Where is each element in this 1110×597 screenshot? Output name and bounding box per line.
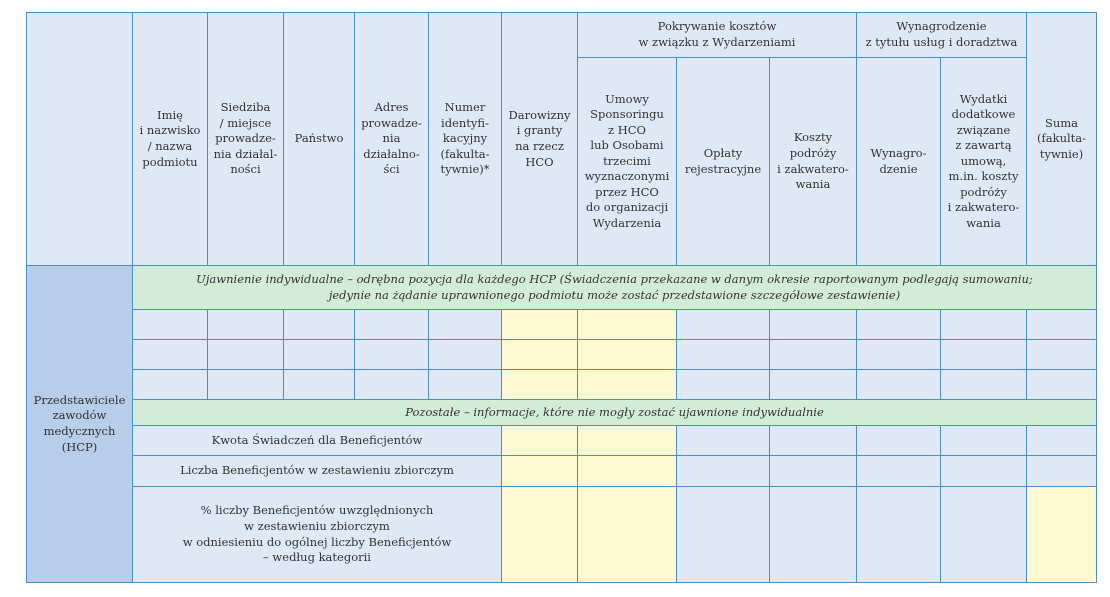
cell	[769, 369, 857, 400]
cell	[207, 309, 284, 340]
table-row	[27, 309, 1098, 340]
cell	[1026, 309, 1098, 340]
cell	[676, 425, 770, 456]
table-row: Liczba Beneficjentów w zestawieniu zbior…	[27, 455, 1098, 487]
cell	[1026, 455, 1098, 487]
header-sponsorship: Umowy Sponsoringu z HCO lub Osobami trze…	[577, 57, 677, 266]
cell	[856, 486, 941, 583]
header-address: Adres prowadze- nia działalno- ści	[354, 12, 429, 266]
cell	[769, 309, 857, 340]
cell	[207, 339, 284, 370]
cell	[856, 309, 941, 340]
cell	[1026, 425, 1098, 456]
table-row: Kwota Świadczeń dla Beneficjentów	[27, 425, 1098, 456]
cell	[283, 309, 355, 340]
cell	[132, 339, 208, 370]
table-row	[27, 339, 1098, 370]
cell	[577, 369, 677, 400]
cell	[939, 455, 1028, 487]
cell	[501, 309, 578, 340]
cell	[577, 455, 677, 487]
cell	[676, 455, 770, 487]
table-row	[27, 369, 1098, 400]
cell	[132, 309, 208, 340]
cell	[501, 339, 578, 370]
cell	[676, 309, 770, 340]
cell	[769, 486, 857, 583]
header-cost-group: Pokrywanie kosztów w związku z Wydarzeni…	[577, 12, 857, 58]
cell	[207, 369, 284, 400]
cell	[132, 369, 208, 400]
cell	[769, 455, 857, 487]
cell	[939, 339, 1028, 370]
cell	[1026, 339, 1098, 370]
cell	[283, 339, 355, 370]
cell	[939, 309, 1028, 340]
header-registration: Opłaty rejestracyjne	[676, 57, 770, 266]
cell	[354, 309, 429, 340]
cell	[676, 339, 770, 370]
cell	[1026, 486, 1098, 583]
aggregate-count-label: Liczba Beneficjentów w zestawieniu zbior…	[132, 455, 502, 487]
cell	[577, 425, 677, 456]
cell	[769, 339, 857, 370]
individual-disclosure-banner: Ujawnienie indywidualne – odrębna pozycj…	[131, 265, 1098, 310]
cell	[939, 369, 1028, 400]
cell	[283, 369, 355, 400]
cell	[856, 455, 941, 487]
aggregate-disclosure-banner: Pozostałe – informacje, które nie mogły …	[131, 399, 1098, 426]
cell	[939, 425, 1028, 456]
aggregate-amount-label: Kwota Świadczeń dla Beneficjentów	[132, 425, 502, 456]
header-name: Imię i nazwisko / nazwa podmiotu	[132, 12, 208, 266]
cell	[428, 339, 502, 370]
cell	[501, 425, 578, 456]
cell	[856, 369, 941, 400]
cell	[577, 339, 677, 370]
cell	[676, 369, 770, 400]
cell	[501, 369, 578, 400]
cell	[577, 486, 677, 583]
header-country: Państwo	[283, 12, 355, 266]
table-row: % liczby Beneficjentów uwzględnionych w …	[27, 486, 1098, 583]
header-fee-group: Wynagrodzenie z tytułu usług i doradztwa	[855, 12, 1028, 58]
cell	[577, 309, 677, 340]
cell	[769, 425, 857, 456]
header-travel: Koszty podróży i zakwatero- wania	[769, 57, 857, 266]
header-seat: Siedziba / miejsce prowadze- nia działal…	[207, 12, 284, 266]
side-label-hcp: Przedstawiciele zawodów medycznych (HCP)	[26, 265, 133, 583]
cell	[428, 369, 502, 400]
cell	[676, 486, 770, 583]
cell	[501, 455, 578, 487]
header-extra: Wydatki dodatkowe związane z zawartą umo…	[939, 57, 1028, 266]
disclosure-table: Imię i nazwisko / nazwa podmiotu Siedzib…	[26, 12, 1098, 583]
disclosure-table-wrapper: Imię i nazwisko / nazwa podmiotu Siedzib…	[26, 12, 1098, 583]
cell	[428, 309, 502, 340]
cell	[856, 339, 941, 370]
header-donations: Darowizny i granty na rzecz HCO	[501, 12, 578, 266]
cell	[501, 486, 578, 583]
cell	[1026, 369, 1098, 400]
cell	[354, 339, 429, 370]
cell	[354, 369, 429, 400]
cell	[856, 425, 941, 456]
header-fee: Wynagro- dzenie	[856, 57, 941, 266]
corner-cell	[26, 12, 133, 266]
cell	[939, 486, 1028, 583]
header-total: Suma (fakulta- tywnie)	[1026, 12, 1098, 266]
aggregate-percent-label: % liczby Beneficjentów uwzględnionych w …	[132, 486, 502, 583]
header-id-number: Numer identyfi- kacyjny (fakulta- tywnie…	[428, 12, 502, 266]
